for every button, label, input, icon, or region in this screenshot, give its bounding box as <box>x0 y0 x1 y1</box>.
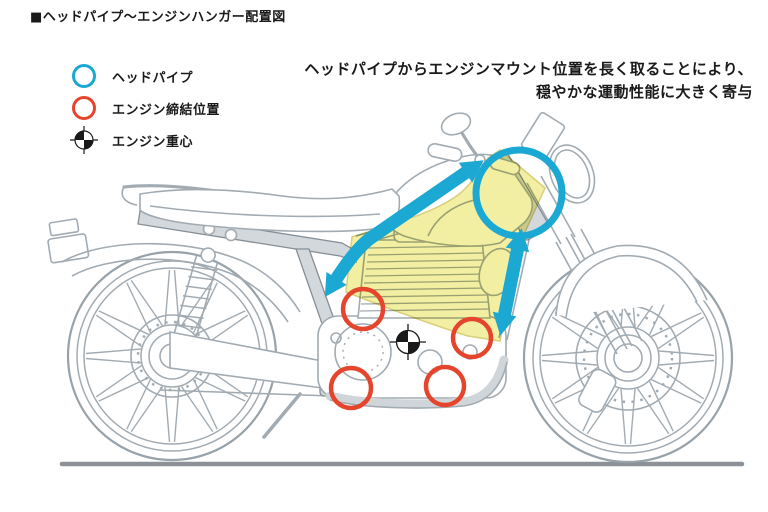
caption-text: ヘッドパイプからエンジンマウント位置を長く取ることにより、 穏やかな運動性能に大… <box>304 58 753 104</box>
engine-mount-circle-3 <box>328 365 374 411</box>
legend-item-engine-mount: エンジン締結位置 <box>70 96 220 120</box>
headpipe-circle-icon <box>72 64 96 88</box>
legend-item-headpipe: ヘッドパイプ <box>70 64 193 88</box>
figure-title: ■ヘッドパイプ～エンジンハンガー配置図 <box>30 10 286 25</box>
annotations <box>324 146 566 411</box>
engine-mount-circle-2 <box>450 316 494 360</box>
headpipe-highlight-circle <box>472 146 566 240</box>
engine-mount-circle-icon <box>72 96 96 120</box>
caption-line-1: ヘッドパイプからエンジンマウント位置を長く取ることにより、 <box>304 60 753 78</box>
center-of-gravity-icon <box>70 126 98 154</box>
legend-label: エンジン重心 <box>112 134 194 150</box>
caption-line-2: 穏やかな運動性能に大きく寄与 <box>535 83 753 101</box>
legend-label: エンジン締結位置 <box>112 102 221 118</box>
front-fender <box>555 244 708 319</box>
arrow-headpipe-to-front-mount <box>324 160 484 298</box>
arrow-headpipe-to-lower-mount <box>492 228 530 336</box>
legend-label: ヘッドパイプ <box>112 70 194 86</box>
legend-item-cog: エンジン重心 <box>70 126 194 154</box>
engine-cog-marker <box>390 324 426 360</box>
engine-mount-circle-4 <box>423 364 467 408</box>
engine-mount-circle-1 <box>340 286 386 332</box>
